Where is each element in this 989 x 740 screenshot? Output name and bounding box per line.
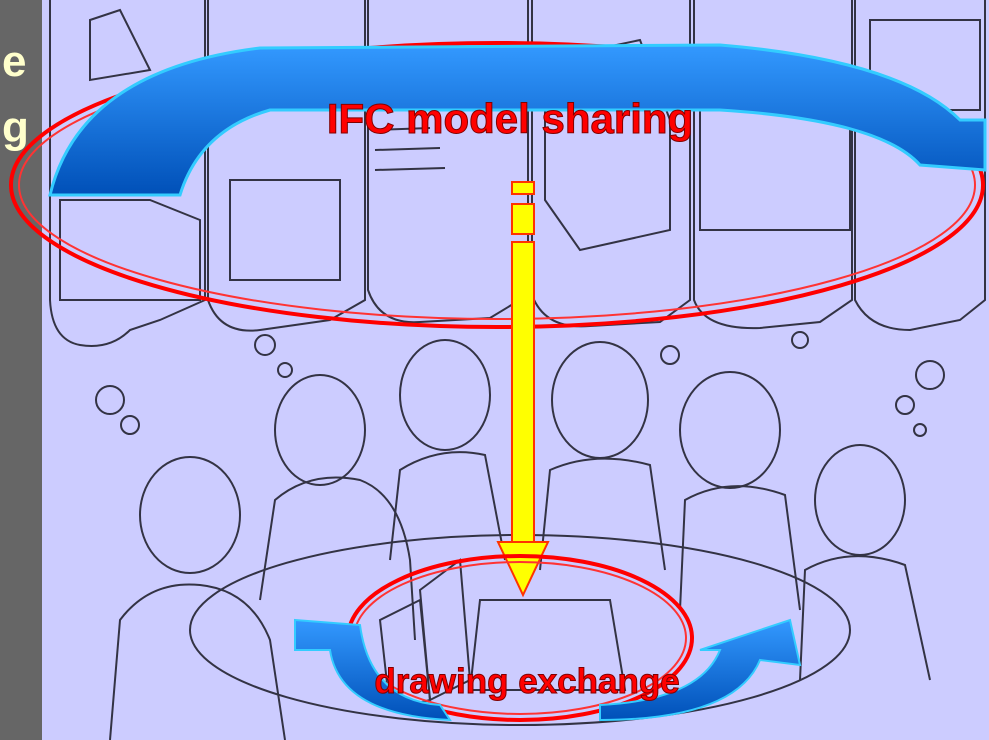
down-arrow <box>498 182 548 595</box>
bottom-label: drawing exchange <box>374 662 679 701</box>
top-label: IFC model sharing <box>327 95 693 142</box>
